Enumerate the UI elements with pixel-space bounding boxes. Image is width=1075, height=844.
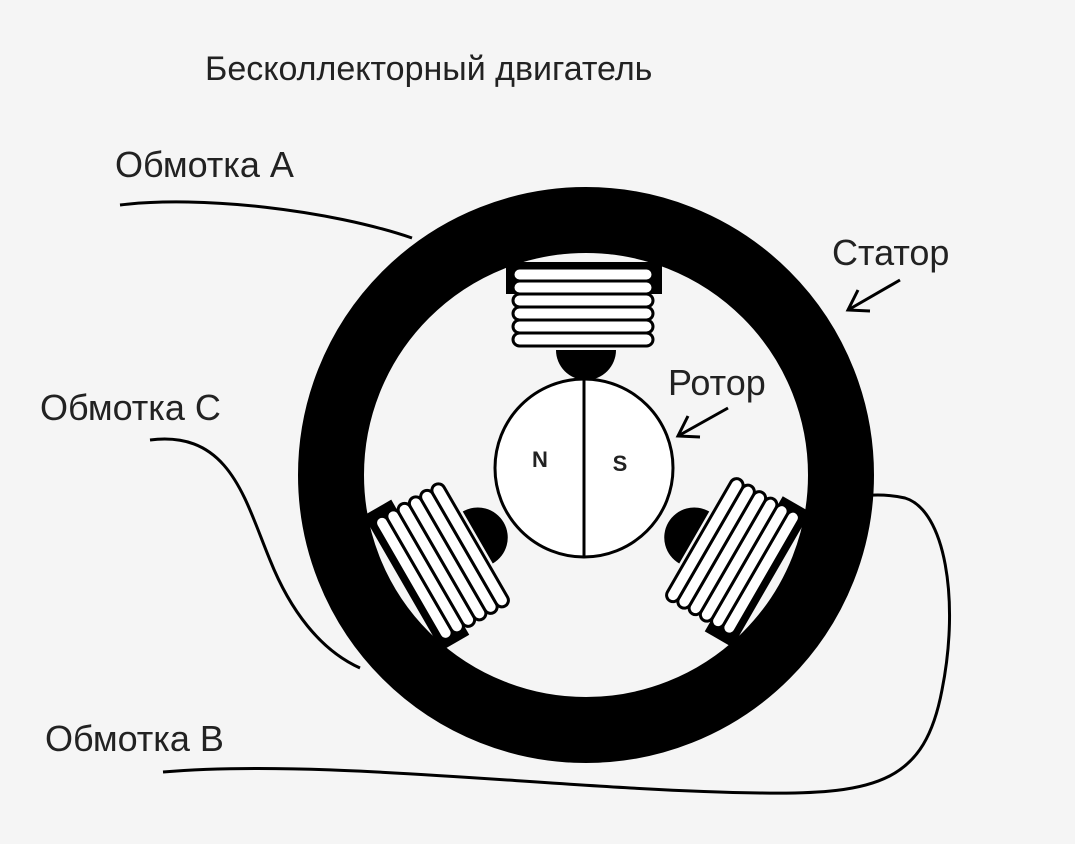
pole-a-shoe (556, 350, 616, 380)
pole-b (664, 477, 811, 648)
wire-b (162, 493, 952, 795)
rotor-label: Ротор (668, 362, 766, 403)
diagram-title: Бесколлекторный двигатель (205, 50, 652, 88)
pole-a (506, 262, 662, 380)
stator-arrow (845, 278, 901, 313)
winding-b-label: Обмотка B (45, 718, 224, 759)
stator-ring (298, 187, 874, 763)
coil-a (511, 266, 655, 348)
winding-c-label: Обмотка C (40, 387, 221, 428)
pole-c-shoe (462, 507, 508, 564)
rotor-north-label: N (532, 447, 548, 472)
wire-c (149, 437, 361, 670)
rotor-arrow (675, 406, 729, 439)
pole-b-shoe (664, 507, 710, 564)
winding-a-label: Обмотка A (115, 144, 294, 185)
rotor: N S (493, 377, 675, 559)
rotor-south-label: S (613, 451, 628, 476)
pole-c (363, 482, 510, 651)
stator-label: Статор (832, 232, 949, 273)
coil-b (665, 477, 801, 636)
wire-a (119, 200, 413, 240)
coil-c (374, 482, 510, 641)
